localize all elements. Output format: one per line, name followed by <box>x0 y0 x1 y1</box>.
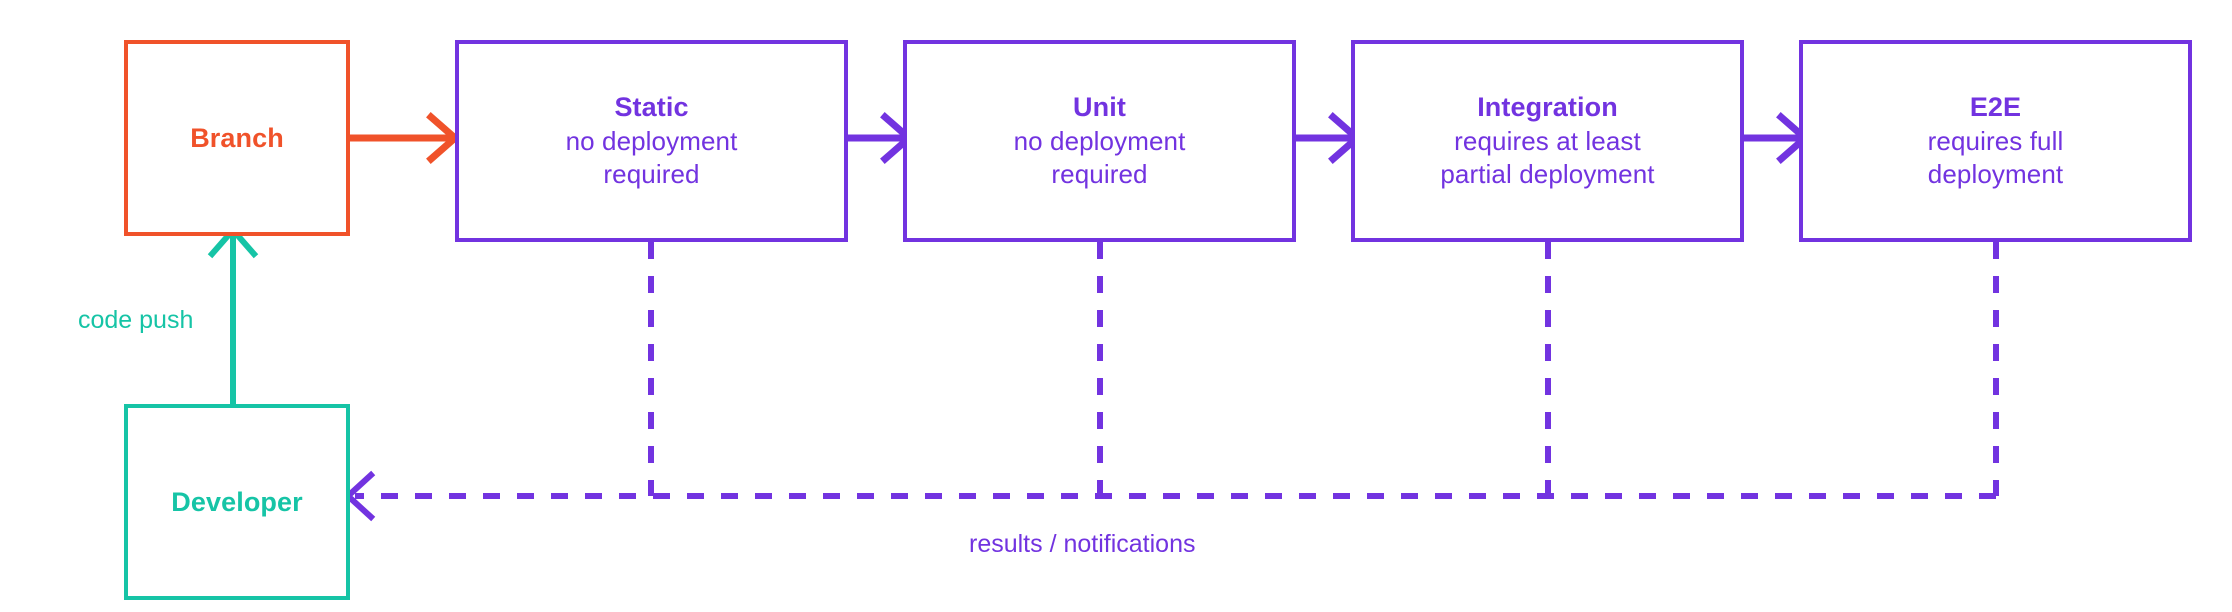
node-e2e-subtitle-line-2: deployment <box>1927 159 2064 190</box>
node-unit-subtitle-line-2: required <box>1051 159 1148 190</box>
edge-results-notifications-return <box>343 470 1996 522</box>
edge-static-to-unit <box>848 112 915 164</box>
node-unit-subtitle-line-1: no deployment <box>1013 126 1186 156</box>
node-e2e-subtitle-line-1: requires full <box>1927 126 2064 156</box>
node-integration-subtitle-line-2: partial deployment <box>1440 159 1655 190</box>
node-integration-title: Integration <box>1477 92 1618 123</box>
edge-label-results-notifications: results / notifications <box>969 530 1196 558</box>
node-e2e-title: E2E <box>1969 92 2022 123</box>
node-unit[interactable]: Unit no deployment required <box>903 40 1296 242</box>
node-integration-subtitle-line-1: requires at least <box>1454 126 1641 156</box>
edge-branch-to-static <box>350 112 461 164</box>
edge-integration-to-e2e <box>1744 112 1811 164</box>
node-unit-title: Unit <box>1073 92 1126 123</box>
edge-unit-to-integration <box>1296 112 1363 164</box>
node-branch[interactable]: Branch <box>124 40 350 236</box>
node-static-title: Static <box>614 92 689 123</box>
node-static-subtitle-line-2: required <box>603 159 700 190</box>
node-static-subtitle-line-1: no deployment <box>565 126 738 156</box>
node-branch-title: Branch <box>190 122 284 153</box>
edge-label-code-push: code push <box>78 306 194 334</box>
node-developer-title: Developer <box>171 486 303 517</box>
node-developer[interactable]: Developer <box>124 404 350 600</box>
edge-developer-to-branch <box>207 225 259 404</box>
node-integration[interactable]: Integration requires at least partial de… <box>1351 40 1744 242</box>
node-e2e[interactable]: E2E requires full deployment <box>1799 40 2192 242</box>
node-static[interactable]: Static no deployment required <box>455 40 848 242</box>
